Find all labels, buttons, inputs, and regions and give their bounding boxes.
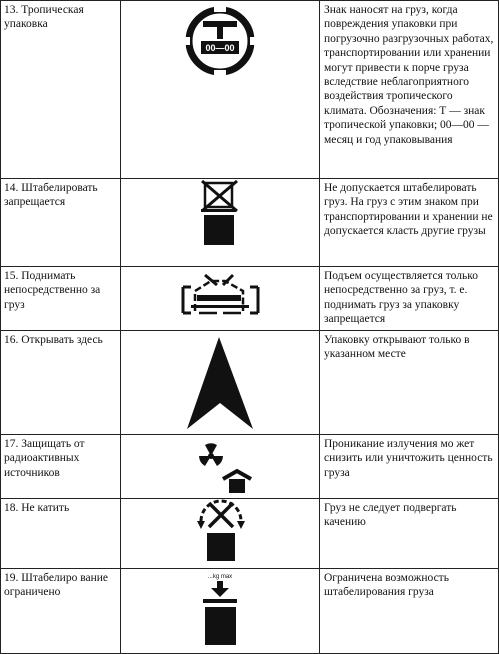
sign-name: 14. Штабелировать запрещается: [0, 178, 121, 267]
sign-icon-cell: Т 00—00: [120, 0, 320, 179]
sign-icon-cell: [120, 266, 320, 331]
sign-description: Не допускается штабелировать груз. На гр…: [319, 178, 499, 267]
stacking-limit-icon: ...kg max: [203, 574, 237, 645]
table-row: 13. Тропическая упаковка Т 00—00 Знак на…: [0, 0, 499, 179]
sign-name: 17. Защищать от радиоактивных источников: [0, 434, 121, 499]
tropical-t-label: Т: [219, 30, 221, 34]
sign-icon-cell: [120, 498, 320, 569]
tropical-date-label: 00—00: [205, 43, 234, 53]
sign-description: Ограничена возможность штабелирования гр…: [319, 568, 499, 654]
open-here-arrow-icon: [187, 337, 253, 429]
stacking-limit-label: ...kg max: [208, 574, 232, 580]
sign-name: 15. Поднимать непосредственно за груз: [0, 266, 121, 331]
sign-description: Упаковку открывают только в указанном ме…: [319, 330, 499, 435]
sign-icon-cell: [120, 178, 320, 267]
sign-description: Проникание излучения мо жет снизить или …: [319, 434, 499, 499]
do-not-roll-icon: [197, 499, 245, 561]
table-row: 17. Защищать от радиоактивных источников…: [0, 434, 499, 499]
sign-description: Груз не следует подвергать качению: [319, 498, 499, 569]
table-row: 19. Штабелиро вание ограничено ...kg max…: [0, 568, 499, 654]
radiation-protection-icon: [199, 443, 252, 493]
table-row: 16. Открывать здесь Упаковку открывают т…: [0, 330, 499, 435]
sign-name: 13. Тропическая упаковка: [0, 0, 121, 179]
sign-icon-cell: ...kg max: [120, 568, 320, 654]
tropical-packaging-icon: Т 00—00: [184, 6, 256, 76]
sign-name: 18. Не катить: [0, 498, 121, 569]
sign-icon-cell: [120, 330, 320, 435]
table-row: 18. Не катить Груз не следует подвергать…: [0, 498, 499, 569]
sign-name: 16. Открывать здесь: [0, 330, 121, 435]
lift-by-cargo-icon: [181, 273, 260, 315]
table-row: 15. Поднимать непосредственно за груз По…: [0, 266, 499, 331]
no-stacking-icon: [201, 179, 238, 245]
sign-icon-cell: [120, 434, 320, 499]
table-row: 14. Штабелировать запрещается Не допуска…: [0, 178, 499, 267]
sign-name: 19. Штабелиро вание ограничено: [0, 568, 121, 654]
sign-description: Подъем осуществляется только непосредств…: [319, 266, 499, 331]
sign-description: Знак наносят на груз, когда повреждения …: [319, 0, 499, 179]
